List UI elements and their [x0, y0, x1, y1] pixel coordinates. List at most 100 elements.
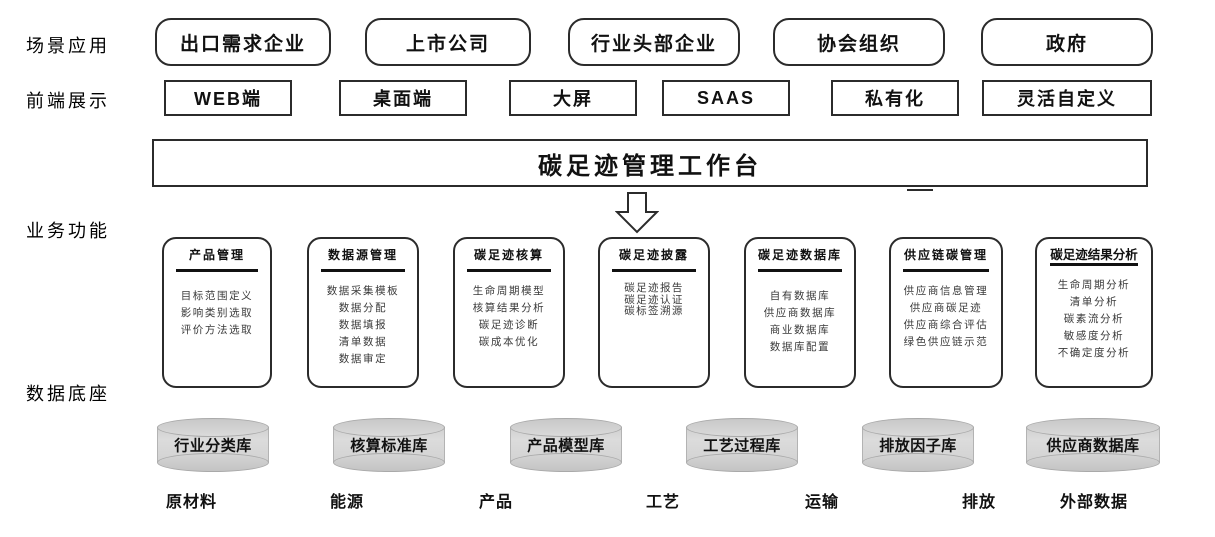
function-card-footprint-disclosure[interactable]: 碳足迹披露 碳足迹报告 碳足迹认证 碳标签溯源 [598, 237, 710, 388]
workbench-bar[interactable]: 碳足迹管理工作台 [152, 139, 1148, 187]
card-item-list: 数据采集模板 数据分配 数据填报 清单数据 数据审定 [309, 283, 417, 368]
down-arrow-icon [615, 192, 659, 234]
card-item-list: 目标范围定义 影响类别选取 评价方法选取 [164, 288, 270, 339]
stage-label-raw-material: 原材料 [166, 494, 218, 511]
card-divider [903, 269, 989, 272]
stage-label-product: 产品 [479, 494, 514, 511]
card-item-list: 碳足迹报告 碳足迹认证 碳标签溯源 [600, 282, 708, 318]
card-title: 碳足迹数据库 [757, 248, 842, 262]
card-item: 供应商信息管理 [903, 285, 989, 297]
stage-label-energy: 能源 [330, 494, 365, 511]
card-item: 核算结果分析 [472, 302, 546, 314]
card-item: 碳素流分析 [1063, 313, 1125, 325]
scenario-box-industry-leader[interactable]: 行业头部企业 [568, 18, 740, 66]
card-title: 碳足迹核算 [473, 248, 544, 262]
card-item: 不确定度分析 [1057, 347, 1131, 359]
card-divider [175, 269, 259, 272]
cylinder-top [686, 418, 798, 437]
function-card-supply-chain-carbon[interactable]: 供应链碳管理 供应商信息管理 供应商碳足迹 供应商综合评估 绿色供应链示范 [889, 237, 1003, 388]
cylinder-bottom [1026, 453, 1160, 472]
card-item: 生命周期分析 [1057, 279, 1131, 291]
frontend-box-private-deployment[interactable]: 私有化 [831, 80, 959, 116]
function-card-result-analysis[interactable]: 碳足迹结果分析 生命周期分析 清单分析 碳素流分析 敏感度分析 不确定度分析 [1035, 237, 1153, 388]
row-label-data-foundation: 数据底座 [26, 384, 110, 404]
card-item: 碳足迹报告 [624, 282, 684, 294]
cylinder-label: 行业分类库 [174, 437, 252, 455]
cylinder-top [333, 418, 445, 437]
frontend-box-web[interactable]: WEB端 [164, 80, 292, 116]
card-divider [1049, 263, 1139, 266]
card-title: 碳足迹披露 [618, 248, 689, 262]
database-cylinder-process[interactable]: 工艺过程库 [686, 418, 798, 472]
row-label-frontend-display: 前端展示 [26, 91, 110, 111]
card-item: 数据填报 [338, 319, 388, 331]
card-item: 绿色供应链示范 [903, 336, 989, 348]
card-item: 碳足迹认证 [624, 293, 684, 306]
frontend-box-flexible-custom[interactable]: 灵活自定义 [982, 80, 1152, 116]
card-title: 数据源管理 [327, 248, 398, 262]
card-divider [320, 269, 406, 272]
card-item: 影响类别选取 [180, 307, 254, 319]
card-item-list: 自有数据库 供应商数据库 商业数据库 数据库配置 [746, 288, 854, 356]
frontend-box-saas[interactable]: SAAS [662, 80, 790, 116]
function-card-data-source-management[interactable]: 数据源管理 数据采集模板 数据分配 数据填报 清单数据 数据审定 [307, 237, 419, 388]
cylinder-bottom [862, 453, 974, 472]
function-card-product-management[interactable]: 产品管理 目标范围定义 影响类别选取 评价方法选取 [162, 237, 272, 388]
cylinder-label: 排放因子库 [879, 437, 957, 455]
card-item: 碳成本优化 [478, 336, 540, 348]
card-item: 数据审定 [338, 353, 388, 365]
scenario-box-listed-company[interactable]: 上市公司 [365, 18, 531, 66]
cylinder-bottom [510, 453, 622, 472]
card-item: 评价方法选取 [180, 324, 254, 336]
database-cylinder-accounting-standard[interactable]: 核算标准库 [333, 418, 445, 472]
stage-label-transport: 运输 [805, 494, 840, 511]
card-item: 清单分析 [1069, 296, 1119, 308]
card-item-list: 生命周期分析 清单分析 碳素流分析 敏感度分析 不确定度分析 [1037, 277, 1151, 362]
cylinder-top [862, 418, 974, 437]
card-item: 碳足迹诊断 [478, 319, 540, 331]
frontend-box-desktop[interactable]: 桌面端 [339, 80, 467, 116]
card-item: 商业数据库 [769, 324, 831, 336]
database-cylinder-emission-factor[interactable]: 排放因子库 [862, 418, 974, 472]
cylinder-bottom [157, 453, 269, 472]
card-title: 碳足迹结果分析 [1050, 248, 1138, 262]
cylinder-top [1026, 418, 1160, 437]
function-card-footprint-database[interactable]: 碳足迹数据库 自有数据库 供应商数据库 商业数据库 数据库配置 [744, 237, 856, 388]
card-item: 敏感度分析 [1063, 330, 1125, 342]
card-item-list: 供应商信息管理 供应商碳足迹 供应商综合评估 绿色供应链示范 [891, 283, 1001, 351]
card-divider [757, 269, 843, 272]
cylinder-top [157, 418, 269, 437]
card-title: 供应链碳管理 [903, 248, 988, 262]
cylinder-label: 供应商数据库 [1046, 437, 1140, 455]
scenario-box-export-demand-enterprise[interactable]: 出口需求企业 [155, 18, 331, 66]
function-card-footprint-accounting[interactable]: 碳足迹核算 生命周期模型 核算结果分析 碳足迹诊断 碳成本优化 [453, 237, 565, 388]
frontend-box-large-screen[interactable]: 大屏 [509, 80, 637, 116]
cylinder-top [510, 418, 622, 437]
scenario-box-association[interactable]: 协会组织 [773, 18, 945, 66]
stage-label-process: 工艺 [646, 494, 681, 511]
cylinder-label: 核算标准库 [350, 437, 428, 455]
card-item: 目标范围定义 [180, 290, 254, 302]
card-item: 清单数据 [338, 336, 388, 348]
scenario-box-government[interactable]: 政府 [981, 18, 1153, 66]
divider-tick [907, 189, 933, 191]
card-item: 数据采集模板 [326, 285, 400, 297]
stage-label-external-data: 外部数据 [1060, 494, 1129, 511]
database-cylinder-product-model[interactable]: 产品模型库 [510, 418, 622, 472]
card-item: 供应商碳足迹 [909, 302, 983, 314]
stage-label-emission: 排放 [962, 494, 997, 511]
card-divider [466, 269, 552, 272]
row-label-scene-application: 场景应用 [26, 36, 110, 56]
row-label-business-function: 业务功能 [26, 221, 110, 241]
database-cylinder-supplier-data[interactable]: 供应商数据库 [1026, 418, 1160, 472]
card-item: 自有数据库 [769, 290, 831, 302]
card-item: 数据分配 [338, 302, 388, 314]
card-item: 数据库配置 [769, 341, 831, 353]
card-item: 生命周期模型 [472, 285, 546, 297]
database-cylinder-industry-classification[interactable]: 行业分类库 [157, 418, 269, 472]
card-item-list: 生命周期模型 核算结果分析 碳足迹诊断 碳成本优化 [455, 283, 563, 351]
cylinder-label: 产品模型库 [527, 437, 605, 455]
card-item: 供应商数据库 [763, 307, 837, 319]
cylinder-bottom [686, 453, 798, 472]
